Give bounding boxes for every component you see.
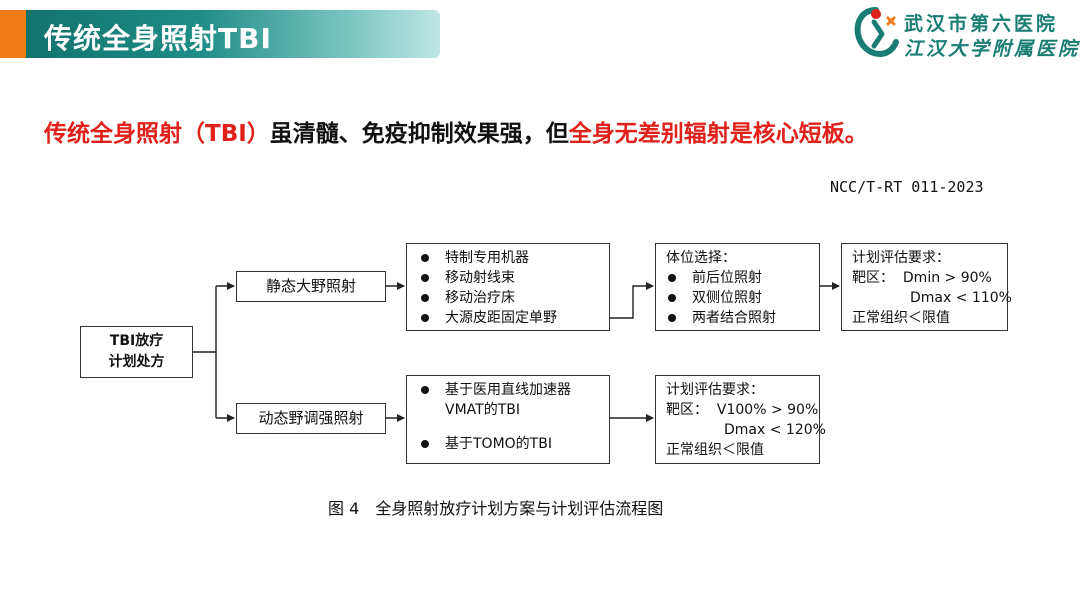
title-bar: 传统全身照射TBI <box>0 10 440 58</box>
figure-caption: 图 4 全身照射放疗计划方案与计划评估流程图 <box>328 499 664 518</box>
eval-title: 计划评估要求： <box>852 250 950 266</box>
eval-normal: 正常组织＜限值 <box>852 310 950 326</box>
list-item: 移动治疗床 <box>419 288 609 308</box>
list-item: 大源皮距固定单野 <box>419 308 609 328</box>
list-item: 特制专用机器 <box>419 248 609 268</box>
eval-target-line2: Dmax < 120% <box>724 422 826 438</box>
list-item-continuation: VMAT的TBI <box>445 402 520 418</box>
dynamic-features-box: 基于医用直线加速器 VMAT的TBI 基于TOMO的TBI <box>406 375 610 464</box>
logo-text-line1: 武汉市第六医院 <box>904 13 1059 35</box>
hospital-logo-icon <box>854 7 899 58</box>
headline: 传统全身照射（TBI）虽清髓、免疫抑制效果强，但全身无差别辐射是核心短板。 <box>44 114 868 148</box>
position-box: 体位选择： 前后位照射 双侧位照射 两者结合照射 <box>655 243 820 331</box>
title-accent <box>0 10 26 58</box>
list-item: 移动射线束 <box>419 268 609 288</box>
root-line2: 计划处方 <box>108 354 165 370</box>
eval-target-row: 靶区： V100% > 90% <box>666 400 819 420</box>
eval-target-label: 靶区： <box>852 270 894 286</box>
eval-target-line1: V100% > 90% <box>716 402 819 418</box>
eval-normal: 正常组织＜限值 <box>666 442 764 458</box>
list-item: 前后位照射 <box>666 268 819 288</box>
hospital-logo: 武汉市第六医院 江汉大学附属医院 <box>852 4 1077 60</box>
list-item: 两者结合照射 <box>666 308 819 328</box>
eval-target-line2: Dmax < 110% <box>910 290 1012 306</box>
list-item: 基于医用直线加速器 <box>419 380 609 400</box>
standard-citation: NCC/T-RT 011-2023 <box>830 178 984 196</box>
eval-target-label: 靶区： <box>666 402 708 418</box>
headline-part3: 全身无差别辐射是核心短板。 <box>568 121 868 147</box>
eval-target-row: 靶区： Dmin > 90% <box>852 268 1007 288</box>
eval-target-line1: Dmin > 90% <box>902 270 992 286</box>
eval-title: 计划评估要求： <box>666 382 764 398</box>
root-box: TBI放疗 计划处方 <box>80 326 193 378</box>
headline-part1: 传统全身照射（TBI） <box>44 121 270 147</box>
list-item: 基于TOMO的TBI <box>419 434 609 454</box>
headline-part2: 虽清髓、免疫抑制效果强，但 <box>269 121 569 147</box>
position-title: 体位选择： <box>666 250 736 266</box>
static-evaluation-box: 计划评估要求： 靶区： Dmin > 90% Dmax < 110% 正常组织＜… <box>841 243 1012 331</box>
dynamic-evaluation-box: 计划评估要求： 靶区： V100% > 90% Dmax < 120% 正常组织… <box>655 375 826 464</box>
slide-title: 传统全身照射TBI <box>44 22 272 55</box>
static-features-box: 特制专用机器 移动射线束 移动治疗床 大源皮距固定单野 <box>406 243 610 331</box>
list-item: 双侧位照射 <box>666 288 819 308</box>
logo-text-line2: 江汉大学附属医院 <box>904 38 1080 60</box>
dynamic-branch-box: 动态野调强照射 <box>236 403 386 434</box>
static-branch-box: 静态大野照射 <box>236 271 386 302</box>
root-line1: TBI放疗 <box>109 333 164 349</box>
